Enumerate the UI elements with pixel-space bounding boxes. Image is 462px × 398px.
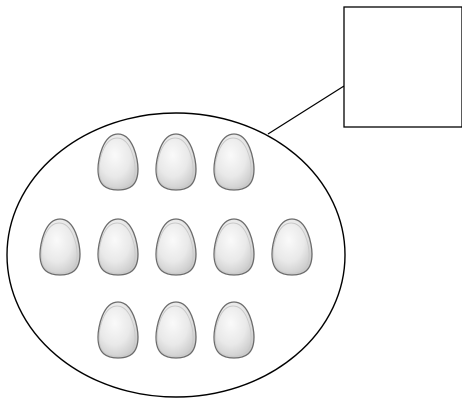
- callout-line: [268, 86, 344, 134]
- answer-box: [344, 7, 462, 127]
